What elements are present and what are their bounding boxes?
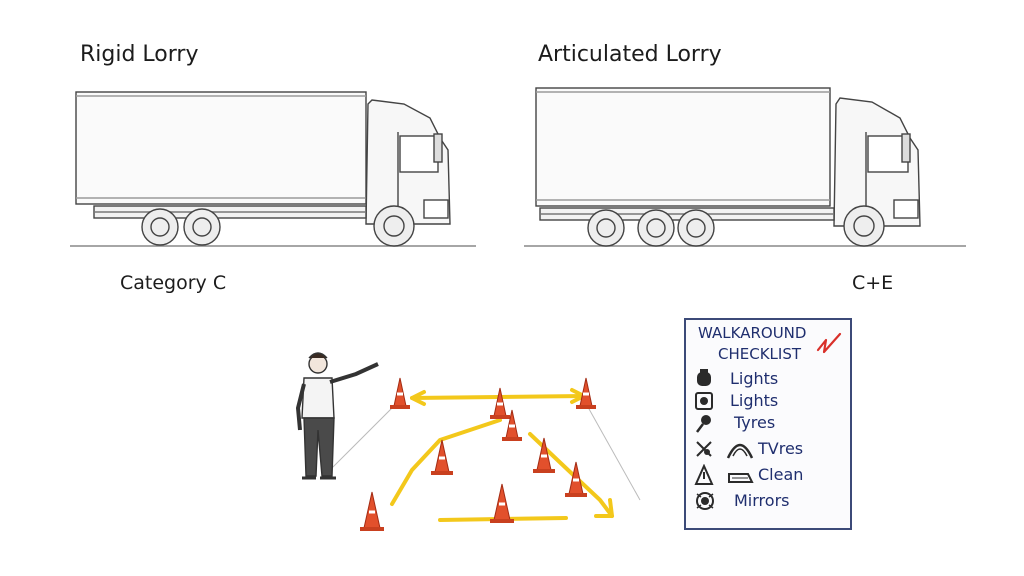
cone-1: [390, 377, 410, 409]
guide-line-left: [329, 399, 401, 471]
checklist-item-label: Lights: [730, 369, 779, 388]
cone-4: [502, 409, 522, 441]
cone-5: [431, 439, 453, 475]
cone-8: [360, 491, 384, 531]
mirror-icon: [696, 492, 714, 510]
rigid-wheel-1: [141, 208, 179, 246]
gauge-icon: [696, 415, 711, 433]
articulated-lorry-title: Articulated Lorry: [538, 42, 722, 67]
rigid-lorry-category: Category C: [120, 272, 227, 294]
checklist-item-label: TVres: [758, 439, 804, 458]
checklist-title-line1: WALKAROUND: [698, 324, 807, 342]
trailer-wheel-2: [637, 209, 675, 247]
checklist-title-line2: CHECKLIST: [718, 345, 802, 363]
trailer-wheel-3: [677, 209, 715, 247]
rigid-box-body: [75, 91, 367, 205]
tractor-wheel-front: [843, 205, 885, 247]
walkaround-checklist: WALKAROUND CHECKLIST Lights Lights Tyres…: [684, 318, 852, 530]
rigid-lorry-title: Rigid Lorry: [80, 42, 199, 67]
checklist-item-label: Clean: [758, 465, 804, 484]
trailer-box: [535, 87, 831, 207]
traffic-cones: [360, 377, 596, 531]
cone-6: [533, 437, 555, 473]
lamp-icon: [697, 369, 711, 386]
trailer-wheel-1: [587, 209, 625, 247]
check-mark-icon: [816, 332, 842, 354]
guide-line-right: [583, 399, 641, 501]
arrow-left-curve: [390, 418, 502, 506]
checklist-item-label: Tyres: [734, 413, 776, 432]
square-lamp-icon: [695, 392, 713, 410]
articulated-lorry-drawing: [524, 87, 966, 247]
cross-icon: [696, 441, 712, 457]
cone-7: [565, 461, 587, 497]
arrow-right-curve: [528, 432, 614, 518]
checklist-item-label: Lights: [730, 391, 779, 410]
instructor-figure: [295, 352, 379, 480]
rigid-wheel-2: [183, 208, 221, 246]
manoeuvre-course: [329, 377, 641, 531]
articulated-lorry-category: C+E: [852, 272, 894, 294]
cone-9: [490, 483, 514, 523]
rigid-wheel-front: [373, 205, 415, 247]
instructor-shirt: [301, 377, 335, 419]
checklist-item-label: Mirrors: [734, 491, 790, 510]
tyre-tread-icon: [726, 443, 754, 459]
arrow-top-head-left: [410, 390, 426, 406]
cone-3: [576, 377, 596, 409]
cleaning-icon: [728, 473, 754, 483]
arrow-right-head: [594, 498, 614, 518]
rigid-cab-window: [399, 135, 439, 173]
warning-triangle-icon: [694, 464, 714, 485]
instructor-pointing-arm: [329, 362, 379, 384]
rigid-lorry-drawing: [70, 91, 476, 247]
cone-2: [490, 387, 510, 419]
instructor-trousers: [303, 417, 335, 477]
